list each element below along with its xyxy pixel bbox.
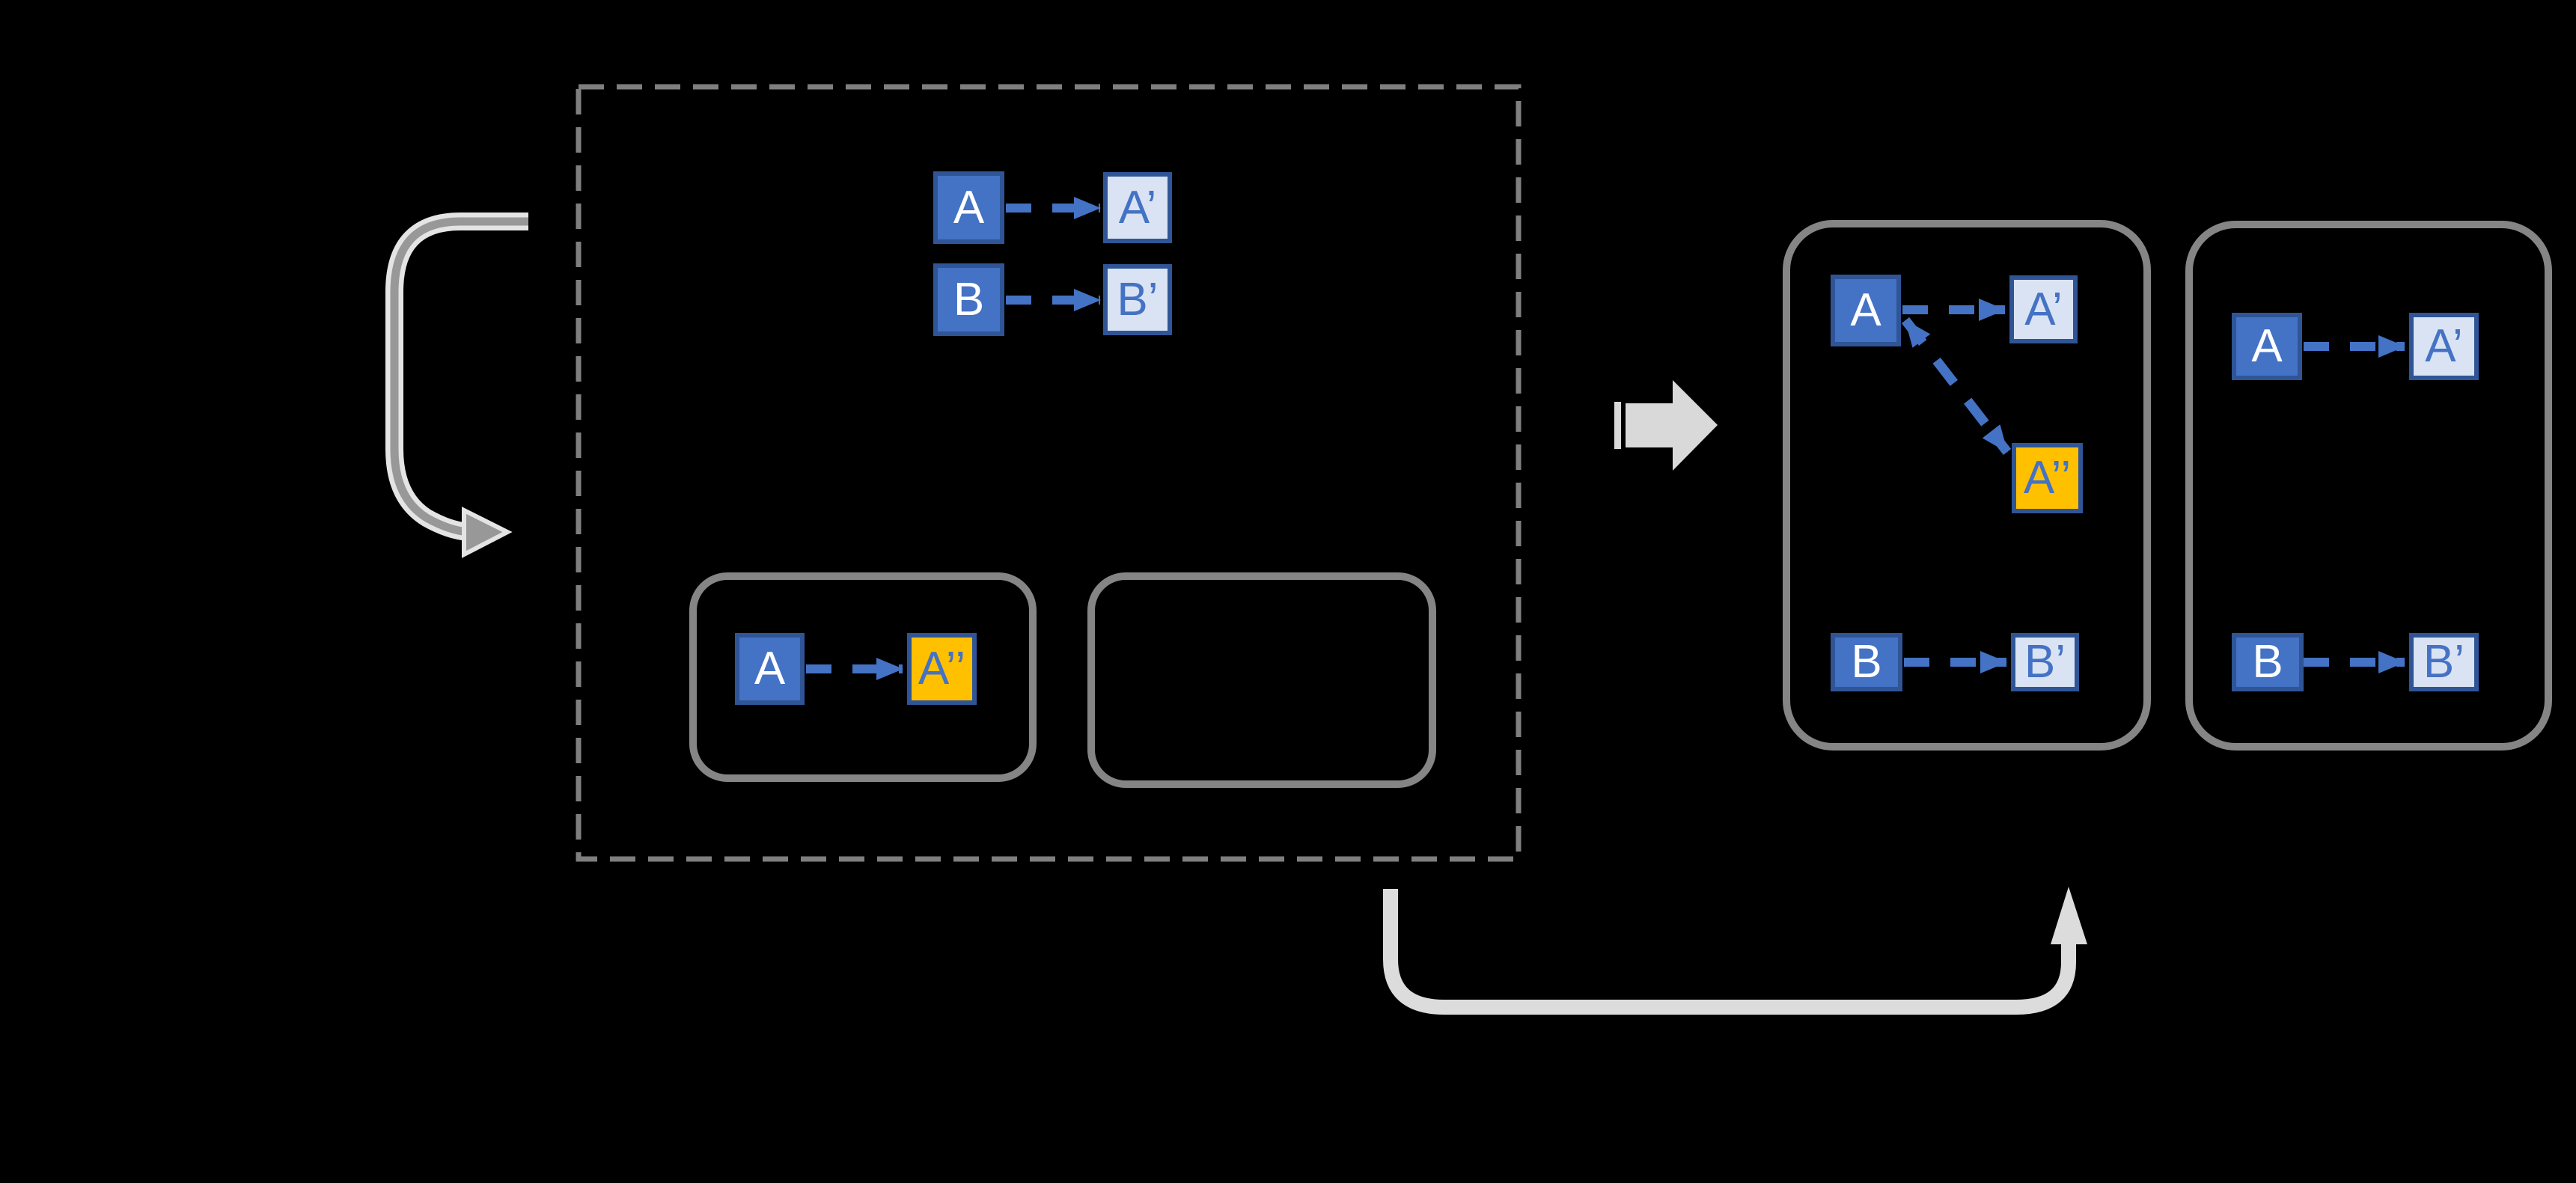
- panel2-node-b-prime: B’: [2409, 633, 2479, 691]
- node-b-prime: B’: [1103, 264, 1172, 335]
- panel1-node-b-prime: B’: [2011, 633, 2079, 691]
- panel2-node-a: A: [2232, 313, 2302, 380]
- inner-box-2-border: [1087, 572, 1436, 788]
- block-arrow-right: [1614, 380, 1718, 471]
- node-a-source: A: [933, 171, 1004, 244]
- node-a-prime: A’: [1103, 172, 1172, 243]
- panel1-node-b: B: [1831, 633, 1902, 691]
- node-b-source: B: [933, 263, 1004, 336]
- panel2-node-a-prime: A’: [2409, 313, 2479, 380]
- innerbox-node-a-doubleprime: A’’: [907, 633, 977, 705]
- loop-back-arrow: [385, 213, 528, 558]
- panel1-node-a: A: [1831, 275, 1901, 346]
- panel1-node-a-doubleprime: A’’: [2012, 443, 2083, 513]
- u-arrow: [1383, 887, 2087, 1015]
- right-panel-1-border: [1783, 220, 2151, 751]
- panel1-node-a-prime: A’: [2009, 275, 2078, 343]
- right-panel-2-border: [2185, 221, 2552, 751]
- panel2-node-b: B: [2232, 633, 2304, 691]
- connector-panel1-a-a-doubleprime-diagonal: [1901, 317, 2012, 455]
- inner-box-1-border: [689, 572, 1037, 782]
- innerbox-node-a: A: [735, 633, 805, 705]
- dashed-region-border: [576, 84, 1522, 862]
